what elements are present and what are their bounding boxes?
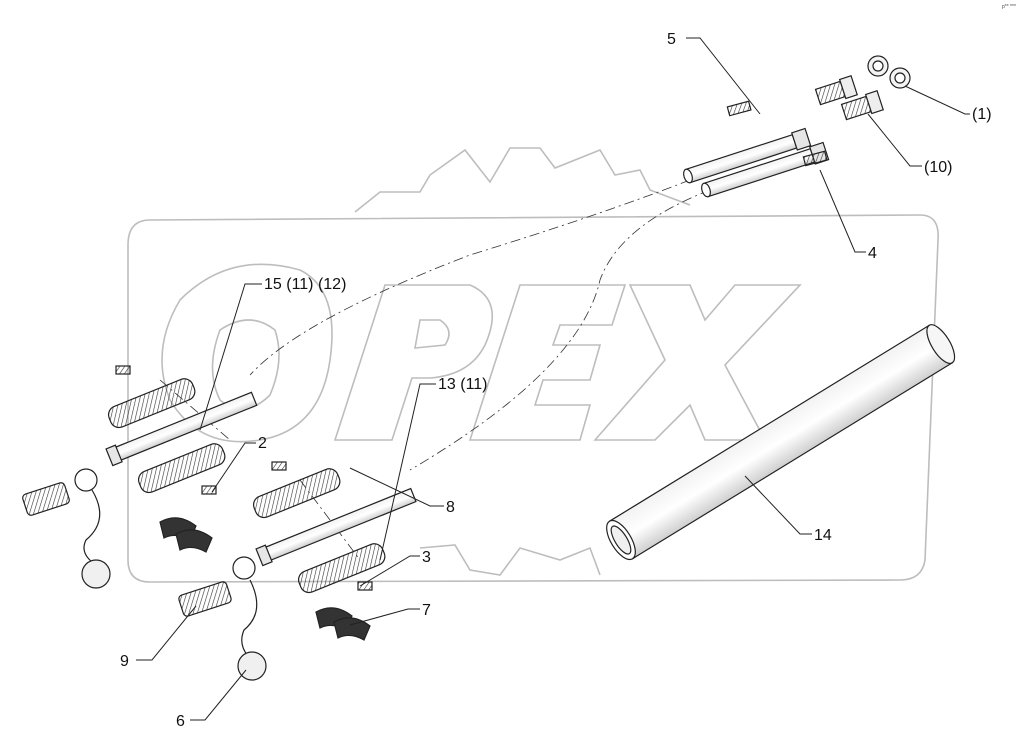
callout-9: 9 — [120, 653, 129, 670]
corner-tag: p** *** — [1002, 4, 1016, 10]
middle-clamp-assembly — [252, 461, 417, 641]
callout-5: 5 — [667, 31, 676, 48]
callout-13: 13 (11) — [438, 376, 488, 393]
callout-7: 7 — [422, 602, 431, 619]
callout-1: (1) — [972, 106, 992, 123]
callout-6: 6 — [176, 713, 185, 730]
left-clamp-assembly — [105, 365, 258, 553]
middle-coupling — [178, 556, 267, 681]
callout-labels: 5 (1) (10) 4 15 (11) (12) 2 13 (11) 8 3 … — [120, 31, 992, 730]
callout-3: 3 — [422, 549, 431, 566]
watermark-logo — [127, 147, 939, 583]
callout-4: 4 — [868, 245, 877, 262]
callout-8: 8 — [446, 499, 455, 516]
leader-lines — [136, 37, 970, 721]
upper-hose-assembly — [683, 55, 911, 198]
callout-10: (10) — [924, 159, 952, 176]
callout-2: 2 — [258, 435, 267, 452]
left-coupling — [22, 468, 111, 589]
routing-lines — [159, 179, 711, 561]
protective-sleeve — [606, 324, 956, 561]
callout-15: 15 (11) (12) — [264, 276, 346, 293]
callout-14: 14 — [814, 527, 832, 544]
